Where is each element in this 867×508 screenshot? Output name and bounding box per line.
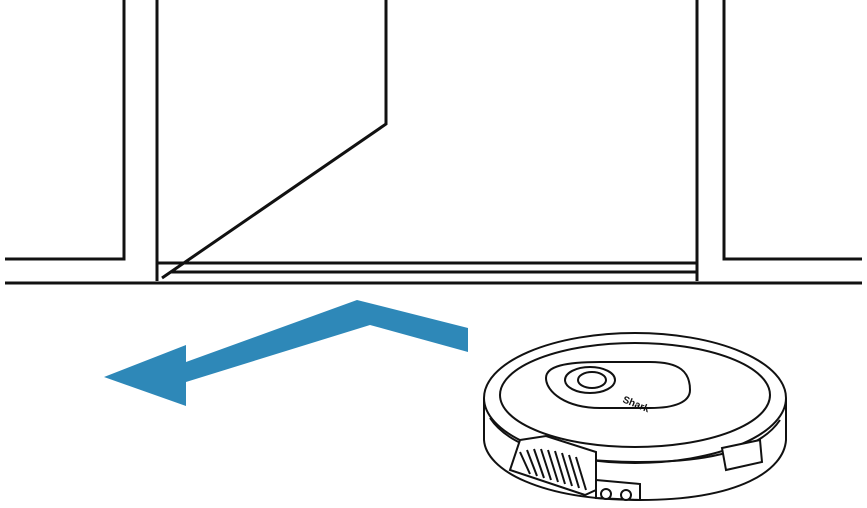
robot-main-button[interactable] xyxy=(577,371,607,389)
robot-brush-grille xyxy=(519,448,587,491)
robot-vacuum-icon: Shark xyxy=(483,332,787,502)
door-threshold xyxy=(157,261,697,274)
left-wall-baseboard xyxy=(5,0,126,261)
right-wall-baseboard xyxy=(722,0,862,261)
open-door-panel xyxy=(161,0,388,280)
path-arrow-icon xyxy=(104,300,468,406)
room-scene xyxy=(5,0,862,285)
robot-wheel-2 xyxy=(620,489,632,501)
path-arrow-shape xyxy=(104,300,468,406)
robot-bumper-tab xyxy=(720,438,764,472)
robot-wheel xyxy=(600,488,612,500)
